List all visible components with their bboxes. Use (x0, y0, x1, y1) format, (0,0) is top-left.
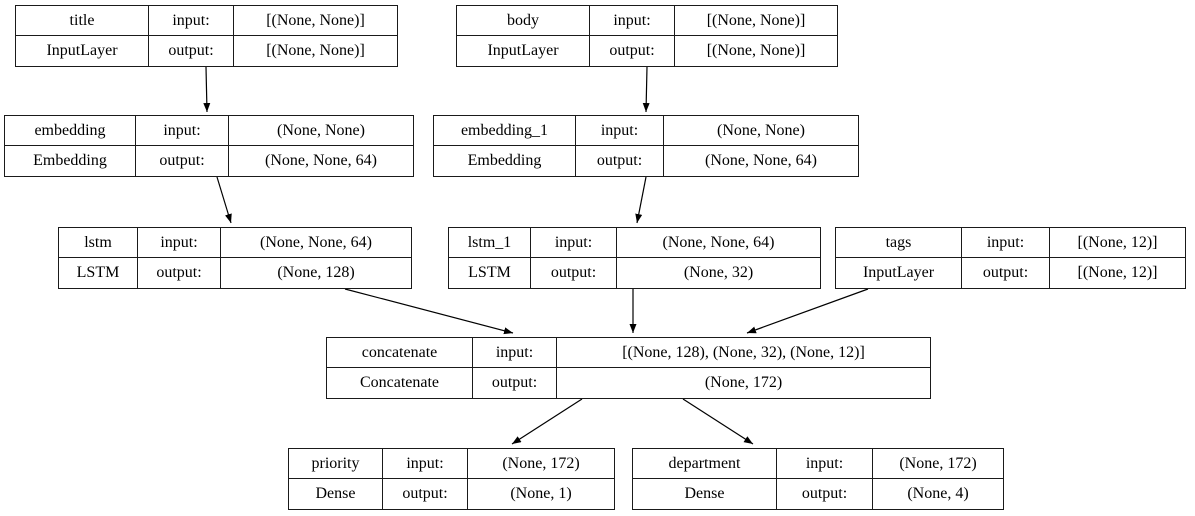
input-shape: [(None, None)] (234, 6, 397, 36)
input-label: input: (383, 449, 468, 479)
node-body: body input: [(None, None)] InputLayer ou… (456, 5, 838, 67)
output-shape: (None, 172) (704, 374, 783, 391)
edge-tags-to-concatenate (746, 288, 869, 334)
output-shape: (None, None, 64) (705, 152, 817, 169)
layer-type: LSTM (59, 258, 138, 288)
layer-name: lstm_1 (449, 228, 531, 258)
input-label: input: (962, 228, 1050, 258)
node-department: department input: (None, 172) Dense outp… (632, 448, 1004, 510)
output-shape: (None, 1) (510, 485, 572, 502)
input-label: input: (149, 6, 234, 36)
output-label: output: (383, 479, 468, 509)
output-shape: (None, None, 64) (265, 152, 377, 169)
edge-concatenate-to-priority (511, 398, 583, 445)
node-title: title input: [(None, None)] InputLayer o… (15, 5, 398, 67)
layer-name: tags (836, 228, 962, 258)
layer-name: body (457, 6, 590, 36)
output-shape: [(None, None)] (706, 42, 806, 59)
layer-type: Concatenate (327, 368, 473, 398)
edge-embedding_1-to-lstm_1 (635, 176, 647, 224)
edge-concatenate-to-department (682, 398, 754, 445)
layer-name: title (16, 6, 149, 36)
input-label: input: (473, 338, 557, 368)
layer-type: Embedding (434, 146, 576, 176)
input-label: input: (576, 116, 664, 146)
output-shape: (None, 4) (907, 485, 969, 502)
input-shape: [(None, 128), (None, 32), (None, 12)] (557, 338, 930, 368)
edge-embedding-to-lstm (216, 176, 232, 224)
input-label: input: (777, 449, 873, 479)
node-lstm_1: lstm_1 input: (None, None, 64) LSTM outp… (448, 227, 821, 289)
output-shape: (None, 128) (277, 264, 355, 281)
layer-name: concatenate (327, 338, 473, 368)
input-shape: (None, None) (229, 116, 413, 146)
edge-lstm-to-concatenate (344, 288, 514, 335)
output-label: output: (777, 479, 873, 509)
layer-type: Embedding (5, 146, 136, 176)
layer-name: embedding (5, 116, 136, 146)
input-label: input: (531, 228, 617, 258)
input-shape: [(None, 12)] (1050, 228, 1185, 258)
node-embedding_1: embedding_1 input: (None, None) Embeddin… (433, 115, 859, 177)
output-shape: [(None, None)] (266, 42, 365, 59)
output-label: output: (149, 36, 234, 66)
node-priority: priority input: (None, 172) Dense output… (288, 448, 615, 510)
layer-name: department (633, 449, 777, 479)
layer-type: Dense (289, 479, 383, 509)
node-embedding: embedding input: (None, None) Embedding … (4, 115, 414, 177)
input-shape: (None, 172) (873, 449, 1003, 479)
input-shape: (None, None, 64) (221, 228, 411, 258)
layer-name: embedding_1 (434, 116, 576, 146)
input-label: input: (590, 6, 675, 36)
output-label: output: (473, 368, 557, 398)
output-label: output: (138, 258, 221, 288)
layer-name: priority (289, 449, 383, 479)
input-shape: (None, None) (664, 116, 858, 146)
layer-type: InputLayer (457, 36, 590, 66)
layer-type: Dense (633, 479, 777, 509)
node-lstm: lstm input: (None, None, 64) LSTM output… (58, 227, 412, 289)
edge-title-to-embedding (203, 66, 211, 113)
input-label: input: (136, 116, 229, 146)
layer-name: lstm (59, 228, 138, 258)
input-shape: (None, 172) (468, 449, 614, 479)
output-label: output: (590, 36, 675, 66)
edge-body-to-embedding_1 (642, 66, 650, 113)
output-label: output: (576, 146, 664, 176)
output-label: output: (962, 258, 1050, 288)
input-label: input: (138, 228, 221, 258)
output-shape: (None, 32) (683, 264, 754, 281)
input-shape: (None, None, 64) (617, 228, 820, 258)
output-label: output: (531, 258, 617, 288)
output-label: output: (136, 146, 229, 176)
node-tags: tags input: [(None, 12)] InputLayer outp… (835, 227, 1186, 289)
node-concatenate: concatenate input: [(None, 128), (None, … (326, 337, 931, 399)
output-shape: [(None, 12)] (1077, 264, 1158, 281)
layer-type: InputLayer (16, 36, 149, 66)
layer-type: InputLayer (836, 258, 962, 288)
input-shape: [(None, None)] (675, 6, 837, 36)
layer-type: LSTM (449, 258, 531, 288)
